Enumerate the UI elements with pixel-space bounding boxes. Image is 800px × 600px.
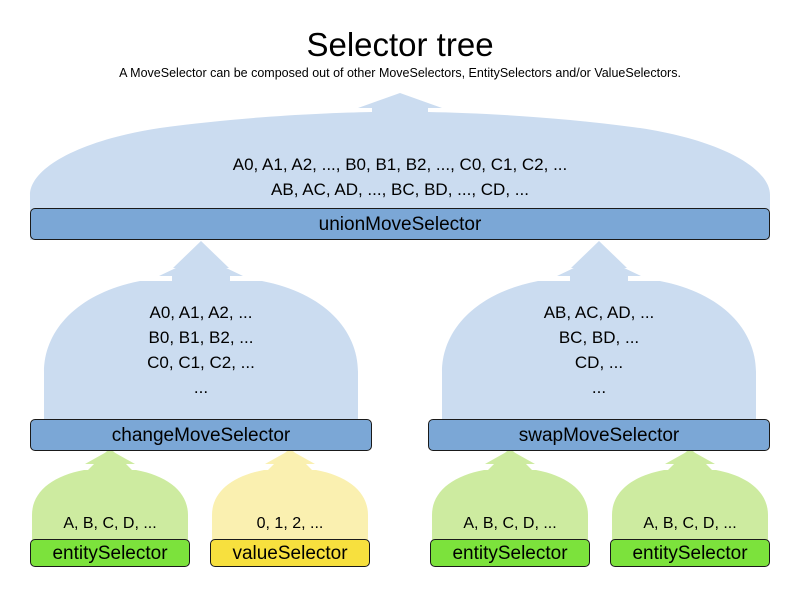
union-content-line-2: AB, AC, AD, ..., BC, BD, ..., CD, ...: [271, 180, 529, 199]
page-subtitle: A MoveSelector can be composed out of ot…: [119, 66, 681, 80]
node-change-move-selector-label: changeMoveSelector: [111, 424, 291, 446]
union-content-line-1: A0, A1, A2, ..., B0, B1, B2, ..., C0, C1…: [232, 155, 568, 174]
change-content-line-4: ...: [193, 378, 209, 397]
node-value-selector-1[interactable]: valueSelector: [210, 539, 370, 567]
node-entity-selector-2-label: entitySelector: [452, 542, 568, 564]
entity-selector-1-content-line-1: A, B, C, D, ...: [63, 515, 157, 532]
entity-selector-3-content-line-1: A, B, C, D, ...: [643, 515, 737, 532]
node-union-move-selector[interactable]: unionMoveSelector: [30, 208, 770, 240]
entity-selector-3-contents: A, B, C, D, ...: [612, 512, 768, 536]
node-union-move-selector-label: unionMoveSelector: [318, 213, 482, 235]
swap-content-line-4: ...: [591, 378, 607, 397]
swap-content-line-2: BC, BD, ...: [558, 328, 640, 347]
node-swap-move-selector[interactable]: swapMoveSelector: [428, 419, 770, 451]
node-change-move-selector[interactable]: changeMoveSelector: [30, 419, 372, 451]
swap-move-selector-contents: AB, AC, AD, ... BC, BD, ... CD, ... ...: [442, 300, 756, 400]
arrow-entity2-to-swap: [488, 448, 532, 492]
entity-selector-2-contents: A, B, C, D, ...: [432, 512, 588, 536]
arrow-entity3-to-swap: [668, 448, 712, 492]
node-entity-selector-3[interactable]: entitySelector: [610, 539, 770, 567]
union-move-selector-contents: A0, A1, A2, ..., B0, B1, B2, ..., C0, C1…: [30, 152, 770, 202]
swap-content-line-1: AB, AC, AD, ...: [543, 303, 655, 322]
entity-selector-2-content-line-1: A, B, C, D, ...: [463, 515, 557, 532]
change-content-line-3: C0, C1, C2, ...: [147, 353, 255, 372]
node-value-selector-1-label: valueSelector: [232, 542, 348, 564]
node-entity-selector-3-label: entitySelector: [632, 542, 748, 564]
arrow-entity1-to-change: [88, 448, 132, 492]
node-entity-selector-1-label: entitySelector: [52, 542, 168, 564]
arrow-change-to-union: [173, 241, 229, 290]
value-selector-1-content-line-1: 0, 1, 2, ...: [256, 515, 324, 532]
change-move-selector-contents: A0, A1, A2, ... B0, B1, B2, ... C0, C1, …: [44, 300, 358, 400]
value-selector-1-contents: 0, 1, 2, ...: [212, 512, 368, 536]
swap-content-line-3: CD, ...: [574, 353, 624, 372]
change-content-line-1: A0, A1, A2, ...: [149, 303, 253, 322]
change-content-line-2: B0, B1, B2, ...: [148, 328, 254, 347]
arrow-value1-to-change: [268, 448, 312, 492]
node-entity-selector-2[interactable]: entitySelector: [430, 539, 590, 567]
node-swap-move-selector-label: swapMoveSelector: [518, 424, 680, 446]
arrow-swap-to-union: [571, 241, 627, 290]
page-title: Selector tree: [306, 26, 494, 63]
entity-selector-1-contents: A, B, C, D, ...: [32, 512, 188, 536]
node-entity-selector-1[interactable]: entitySelector: [30, 539, 190, 567]
